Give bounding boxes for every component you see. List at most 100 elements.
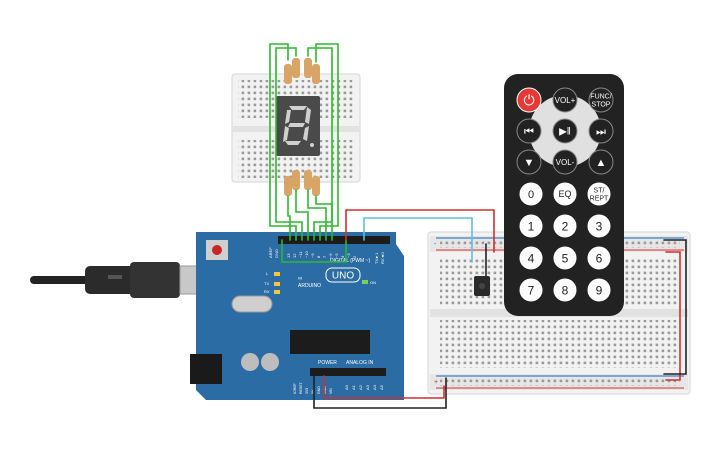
power-pin-label: VIN [329, 388, 333, 394]
remote-button-1[interactable]: 1 [519, 214, 543, 238]
remote-button-label: 0 [528, 189, 534, 201]
green-wires [269, 43, 347, 263]
remote-button-label: 2 [562, 219, 569, 233]
remote-button-2[interactable]: 2 [553, 214, 577, 238]
power-pin-label: GND [317, 386, 321, 394]
seven-segment-display[interactable] [276, 96, 320, 156]
remote-button-label: 5 [562, 251, 569, 265]
analog-pin-label: A3 [365, 384, 370, 390]
red-wires [323, 209, 681, 399]
remote-button-next[interactable]: ⏭ [588, 118, 614, 144]
remote-button-3[interactable]: 3 [587, 214, 611, 238]
power-jack[interactable] [190, 354, 222, 384]
power-pin-label: GND [323, 386, 327, 394]
remote-button-label: VOL+ [555, 96, 576, 105]
digital-pin-label: ~3 [346, 253, 351, 258]
arduino-infinity-logo: ∞ [298, 276, 302, 282]
digital-pin-label: 2 [352, 255, 357, 258]
remote-button-label: 7 [528, 283, 535, 297]
remote-button-vol-plus[interactable]: VOL+ [552, 87, 578, 113]
remote-button-5[interactable]: 5 [553, 246, 577, 270]
remote-button-label: EQ [558, 189, 571, 199]
led-tx-label: TX [264, 281, 269, 286]
resistors-bottom[interactable] [284, 170, 320, 196]
remote-button-9[interactable]: 9 [587, 278, 611, 302]
resistors-top[interactable] [284, 58, 320, 84]
usb-cable[interactable] [30, 262, 207, 298]
analog-pin-label: A2 [358, 384, 363, 390]
remote-button-prev[interactable]: ⏮ [516, 118, 542, 144]
analog-header[interactable] [342, 368, 386, 376]
remote-button-up[interactable]: ▲ [588, 149, 614, 175]
digital-pin-label: ~6 [328, 253, 333, 258]
remote-button-down[interactable]: ▼ [516, 149, 542, 175]
remote-button-power[interactable]: ⏻ [516, 87, 542, 113]
analog-pin-label: A0 [344, 384, 349, 390]
rx-pin-label: RX◄0 [380, 251, 385, 264]
remote-button-func-stop[interactable]: FUNC/STOP [588, 87, 614, 113]
arduino-uno-board[interactable]: ∞ ARDUINO UNO DIGITAL (PWM ~) ANALOG IN … [190, 232, 404, 400]
led-l-label: L [266, 271, 269, 276]
gnd-label: GND [274, 249, 279, 258]
remote-button-4[interactable]: 4 [519, 246, 543, 270]
arduino-brand: ARDUINO [298, 283, 321, 289]
power-pin-label: 5V [311, 389, 315, 394]
remote-button-label: FUNC/ [590, 94, 611, 101]
remote-button-label: 1 [528, 219, 535, 233]
remote-button-8[interactable]: 8 [553, 278, 577, 302]
remote-button-label: ST/ [594, 188, 605, 195]
display-segments [283, 106, 314, 147]
atmega-chip [290, 330, 370, 354]
remote-button-label: ⏮ [524, 126, 534, 138]
black-wires [313, 239, 687, 409]
remote-button-6[interactable]: 6 [587, 246, 611, 270]
ir-remote[interactable]: ⏻ VOL+ FUNC/STOP ⏮ ▶‖ ⏭ ▼ VOL- ▲ 0 EQ ST/REPT 1 2 3 4 5 6… [504, 74, 624, 316]
digital-header[interactable] [278, 236, 390, 244]
power-pin-label: IOREF [293, 383, 297, 394]
remote-button-label: 6 [596, 251, 603, 265]
remote-button-st-rept[interactable]: ST/REPT [587, 182, 611, 206]
remote-button-7[interactable]: 7 [519, 278, 543, 302]
analog-pin-label: A1 [351, 384, 356, 390]
remote-button-label: ▲ [596, 157, 607, 169]
power-label: POWER [318, 360, 337, 366]
digital-pin-label: 4 [340, 255, 345, 258]
digital-pin-label: ~9 [310, 253, 315, 258]
aref-label: AREF [268, 247, 273, 258]
digital-pin-label: 8 [316, 255, 321, 258]
remote-button-eq[interactable]: EQ [553, 182, 577, 206]
tx-pin-label: TX►1 [374, 252, 379, 264]
remote-button-label: REPT [590, 196, 609, 203]
digital-pin-label: 12 [292, 253, 297, 258]
ir-receiver[interactable] [474, 276, 490, 296]
digital-pin-label: ~5 [334, 253, 339, 258]
on-label: ON [370, 280, 376, 285]
power-pin-label: RESET [299, 381, 303, 394]
arduino-model: UNO [332, 271, 354, 282]
digital-label: DIGITAL (PWM ~) [330, 258, 370, 264]
led-rx-label: RX [264, 289, 270, 294]
remote-button-label: ▶‖ [559, 127, 571, 138]
analog-label: ANALOG IN [346, 360, 374, 366]
remote-button-label: ⏭ [596, 126, 606, 138]
wires[interactable] [269, 43, 687, 409]
rail-minus-label: - [434, 241, 437, 248]
remote-button-label: ⏻ [523, 92, 534, 108]
remote-button-label: 4 [528, 251, 535, 265]
remote-button-label: 9 [596, 283, 603, 297]
digital-pin-label: ~11 [298, 251, 303, 258]
digital-pin-label: ~10 [304, 250, 309, 258]
remote-button-label: VOL- [556, 158, 575, 167]
remote-button-label: 8 [562, 283, 569, 297]
remote-button-play-pause[interactable]: ▶‖ [552, 118, 578, 144]
remote-button-label: ▼ [524, 157, 535, 169]
power-header[interactable] [310, 368, 360, 376]
remote-button-vol-minus[interactable]: VOL- [552, 149, 578, 175]
analog-pin-label: A5 [379, 384, 384, 390]
rail-plus-label: + [434, 379, 438, 386]
remote-button-0[interactable]: 0 [519, 182, 543, 206]
cyan-wire [363, 217, 473, 263]
analog-pin-label: A4 [372, 384, 377, 390]
